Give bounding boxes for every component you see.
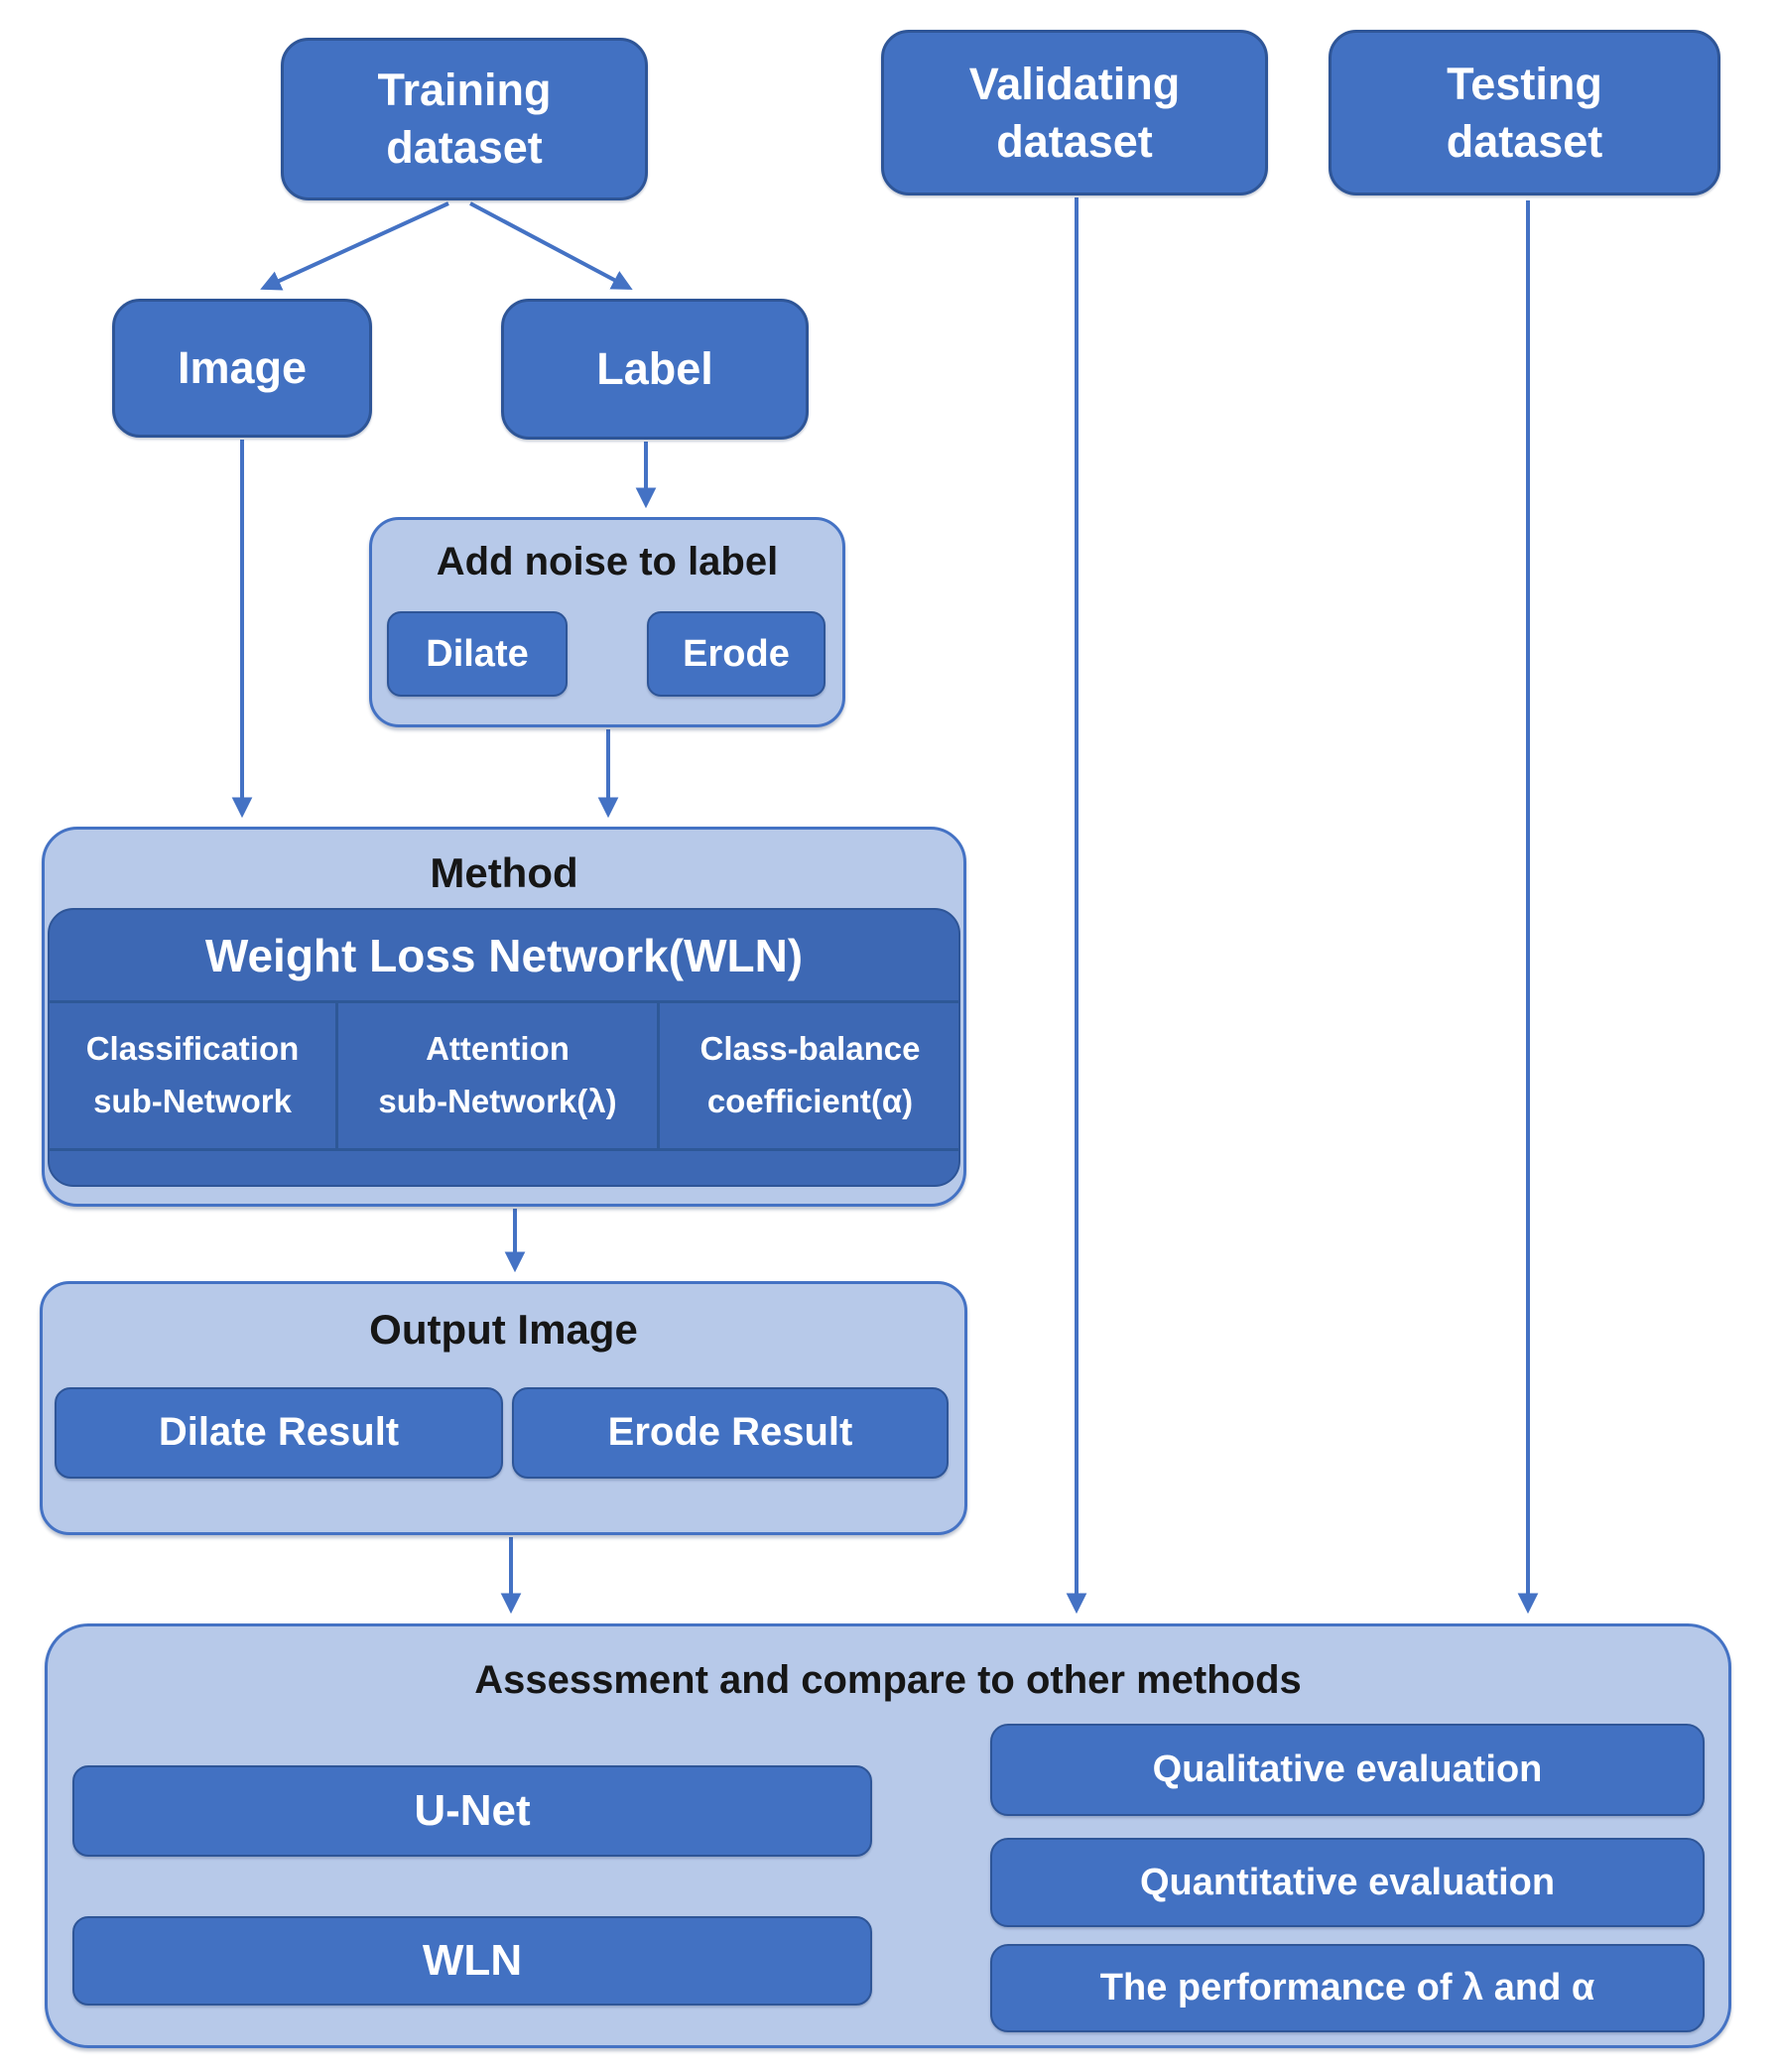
wln-panel: Weight Loss Network(WLN) Classification … (48, 908, 960, 1187)
node-wln-method: WLN (72, 1916, 872, 2006)
node-dilate: Dilate (387, 611, 568, 697)
wln-col-class-balance: Class-balance coefficient(α) (657, 1003, 960, 1148)
node-image: Image (112, 299, 372, 438)
node-quantitative-evaluation: Quantitative evaluation (990, 1838, 1705, 1927)
node-dilate-result: Dilate Result (55, 1387, 503, 1479)
wln-col-classification: Classification sub-Network (85, 1030, 300, 1119)
node-label: Label (501, 299, 809, 440)
node-erode: Erode (647, 611, 825, 697)
node-validating-dataset: Validating dataset (881, 30, 1268, 195)
assessment-title: Assessment and compare to other methods (474, 1658, 1302, 1702)
wln-col-attention: Attention sub-Network(λ) (335, 1003, 657, 1148)
node-testing-dataset: Testing dataset (1329, 30, 1720, 195)
arrow-training-to-image (260, 201, 449, 291)
node-erode-result: Erode Result (512, 1387, 949, 1479)
wln-panel-title: Weight Loss Network(WLN) (204, 929, 804, 981)
arrow-training-to-label (469, 201, 633, 290)
add-noise-title: Add noise to label (436, 540, 779, 583)
node-qualitative-evaluation: Qualitative evaluation (990, 1724, 1705, 1816)
method-title: Method (430, 849, 578, 896)
output-title: Output Image (369, 1306, 638, 1353)
node-unet: U-Net (72, 1765, 872, 1857)
node-performance-lambda-alpha: The performance of λ and α (990, 1944, 1705, 2032)
wln-subnetworks: Classification sub-Network Attention sub… (50, 1000, 958, 1151)
node-training-dataset: Training dataset (281, 38, 648, 200)
